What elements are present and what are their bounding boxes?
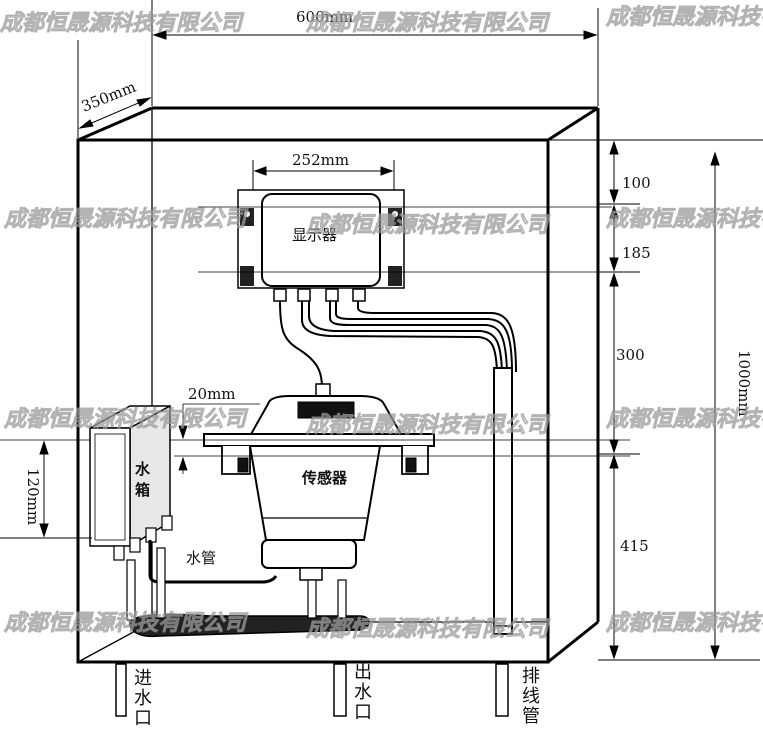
water-tank bbox=[89, 404, 173, 561]
depth-dimension bbox=[77, 40, 152, 138]
inlet-label: 进 水 口 bbox=[134, 668, 152, 729]
outlet-label: 出 水 口 bbox=[354, 662, 372, 723]
svg-text:管: 管 bbox=[522, 706, 540, 727]
watermarks: 成都恒晟源科技有限公司 成都恒晟源科技有限公司 成都恒晟源科技有限公司 成都恒晟… bbox=[0, 4, 763, 643]
svg-text:进: 进 bbox=[134, 668, 152, 689]
svg-text:线: 线 bbox=[522, 686, 540, 707]
tank-height-label: 120mm bbox=[24, 468, 42, 525]
watermark: 成都恒晟源科技有限公司 bbox=[305, 412, 551, 438]
watermark: 成都恒晟源科技有限公司 bbox=[0, 10, 245, 36]
watermark: 成都恒晟源科技有限公司 bbox=[605, 4, 763, 30]
sensor-reference-lines bbox=[0, 403, 630, 474]
sensor-label: 传感器 bbox=[301, 469, 348, 487]
depth-label: 350mm bbox=[79, 78, 139, 116]
svg-text:出: 出 bbox=[354, 662, 372, 683]
svg-text:排: 排 bbox=[522, 666, 540, 687]
width-dimension bbox=[151, 0, 599, 106]
display-dimension bbox=[252, 160, 395, 192]
watermark: 成都恒晟源科技有限公司 bbox=[605, 206, 763, 232]
watermark: 成都恒晟源科技有限公司 bbox=[605, 610, 763, 636]
svg-text:水: 水 bbox=[354, 682, 372, 703]
seg-top-label: 100 bbox=[622, 174, 651, 192]
svg-text:水: 水 bbox=[134, 688, 152, 709]
svg-text:口: 口 bbox=[134, 708, 152, 729]
seg-bottom-label: 415 bbox=[620, 537, 649, 555]
external-pipes bbox=[115, 663, 347, 717]
watermark: 成都恒晟源科技有限公司 bbox=[3, 610, 249, 636]
seg-middle-label: 300 bbox=[616, 346, 645, 364]
watermark: 成都恒晟源科技有限公司 bbox=[305, 212, 551, 238]
tank-label-char1: 水 bbox=[135, 460, 151, 478]
cable-pipe-label: 排 线 管 bbox=[522, 666, 540, 727]
svg-text:口: 口 bbox=[354, 702, 372, 723]
watermark: 成都恒晟源科技有限公司 bbox=[3, 206, 249, 232]
cabinet bbox=[76, 106, 600, 664]
display-reference-lines bbox=[198, 206, 612, 273]
total-height-label: 1000mm bbox=[735, 350, 753, 417]
right-dimension-lines bbox=[548, 139, 763, 661]
water-pipe-label: 水管 bbox=[186, 549, 216, 567]
watermark: 成都恒晟源科技有限公司 bbox=[305, 10, 551, 36]
watermark: 成都恒晟源科技有限公司 bbox=[305, 616, 551, 642]
display-label: 显示器 bbox=[292, 226, 337, 244]
tank-height-dimension bbox=[0, 440, 92, 539]
pipe-gap-label: 20mm bbox=[188, 385, 236, 403]
tank-label-char2: 箱 bbox=[135, 481, 150, 499]
seg-display-label: 185 bbox=[622, 244, 651, 262]
cables bbox=[279, 300, 517, 389]
watermark: 成都恒晟源科技有限公司 bbox=[605, 406, 763, 432]
display-width-label: 252mm bbox=[292, 151, 349, 169]
cable-conduit bbox=[493, 367, 513, 717]
width-label: 600mm bbox=[296, 8, 353, 26]
pipe-fittings bbox=[126, 547, 347, 621]
watermark: 成都恒晟源科技有限公司 bbox=[3, 406, 249, 432]
